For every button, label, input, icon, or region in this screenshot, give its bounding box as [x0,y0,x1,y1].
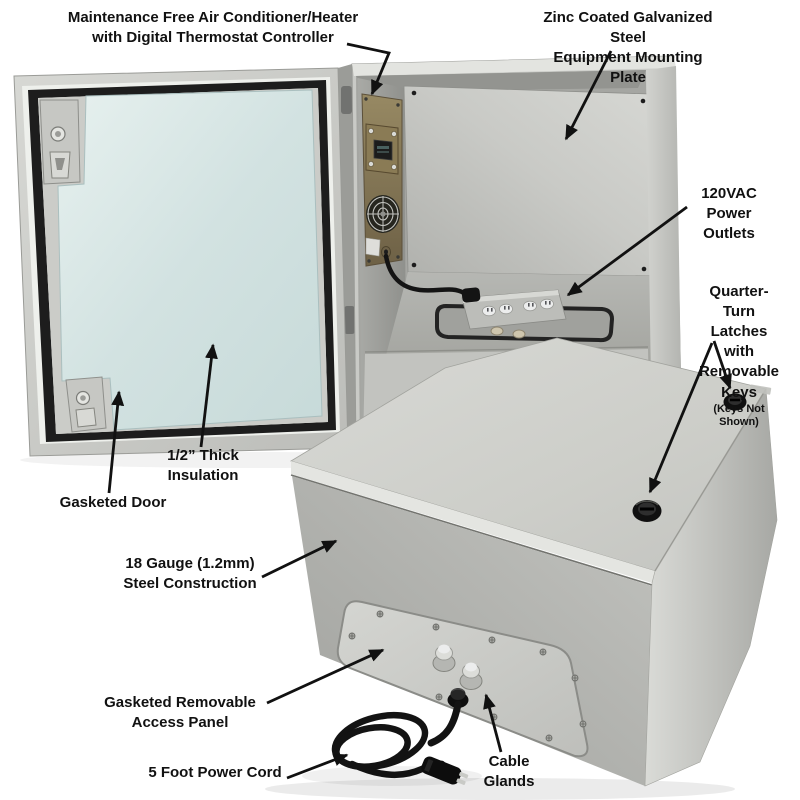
hinge-knuckle-top [341,86,352,114]
power-outlet [540,298,554,310]
cable-gland [432,644,456,672]
ac-heater-unit [361,93,403,267]
power-outlet [499,303,513,315]
label-power-cord: 5 Foot Power Cord [148,764,282,781]
strip-gland-nut [490,326,504,336]
door-latch-mechanism-top [39,99,81,185]
label-ac-heater: Maintenance Free Air Conditioner/Heater … [67,9,359,47]
cooling-fan [366,195,400,233]
label-power-outlets: 120VAC Power Outlets [701,185,757,243]
door-lip [291,461,655,583]
quarter-turn-latch-rear [723,393,747,411]
power-outlet-strip [461,287,567,339]
body-right-wall [646,66,682,446]
enclosure-door-open [13,67,349,457]
arrow-power-cord [286,753,349,780]
arrow-latch-rear [712,340,732,390]
power-outlet [523,300,537,312]
label-latches: Quarter-Turn Latches with Removable Keys… [699,262,779,450]
label-latches-text: Quarter-Turn Latches with Removable Keys [698,283,780,401]
arrow-steel-construction [261,539,338,579]
quarter-turn-latch-front [632,500,662,522]
floor-sill-line [364,346,649,353]
door-latch-mechanism-bottom [65,376,107,433]
hinge-knuckle-bottom [344,306,355,334]
arrow-power-outlets [566,205,688,297]
power-outlet [482,305,496,317]
panel-screws [348,610,587,742]
arrow-mounting-plate [564,50,613,141]
arrow-ac-heater [346,42,391,96]
label-latches-note: (Keys Not Shown) [713,402,765,429]
ac-power-cable [383,253,467,296]
label-insulation: 1/2” Thick Insulation [167,447,239,485]
arrow-insulation [199,343,218,448]
label-mounting-plate: Zinc Coated Galvanized Steel Equipment M… [543,9,713,87]
label-gasketed-door: Gasketed Door [59,494,167,511]
label-steel-construction: 18 Gauge (1.2mm) Steel Construction [123,555,257,593]
arrow-access-panel [266,648,385,705]
strip-gland-nut [512,329,526,339]
label-access-panel: Gasketed Removable Access Panel [104,694,256,732]
thermostat-display [373,139,393,161]
label-cable-glands: Cable Glands [483,753,535,791]
arrow-cable-glands [483,693,503,753]
door-insulation [57,89,323,431]
brand-sticker [749,384,772,395]
door-seam [290,474,653,586]
closed-enclosure [290,337,778,787]
body-right-face [644,388,778,787]
power-cord-plug [421,756,469,785]
mounting-plate [403,85,654,277]
power-cord-gland [447,688,469,708]
cable-gland [459,662,483,690]
arrow-latch-front [648,342,714,494]
annotation-arrows [107,42,732,780]
thermostat-controller [365,123,399,175]
access-panel [336,600,589,758]
plug-in-outlet [461,287,481,303]
ac-spec-label [365,237,381,257]
body-top-edge [352,56,676,76]
door-hinge-seam [338,64,356,452]
arrow-gasketed-door [107,390,125,494]
